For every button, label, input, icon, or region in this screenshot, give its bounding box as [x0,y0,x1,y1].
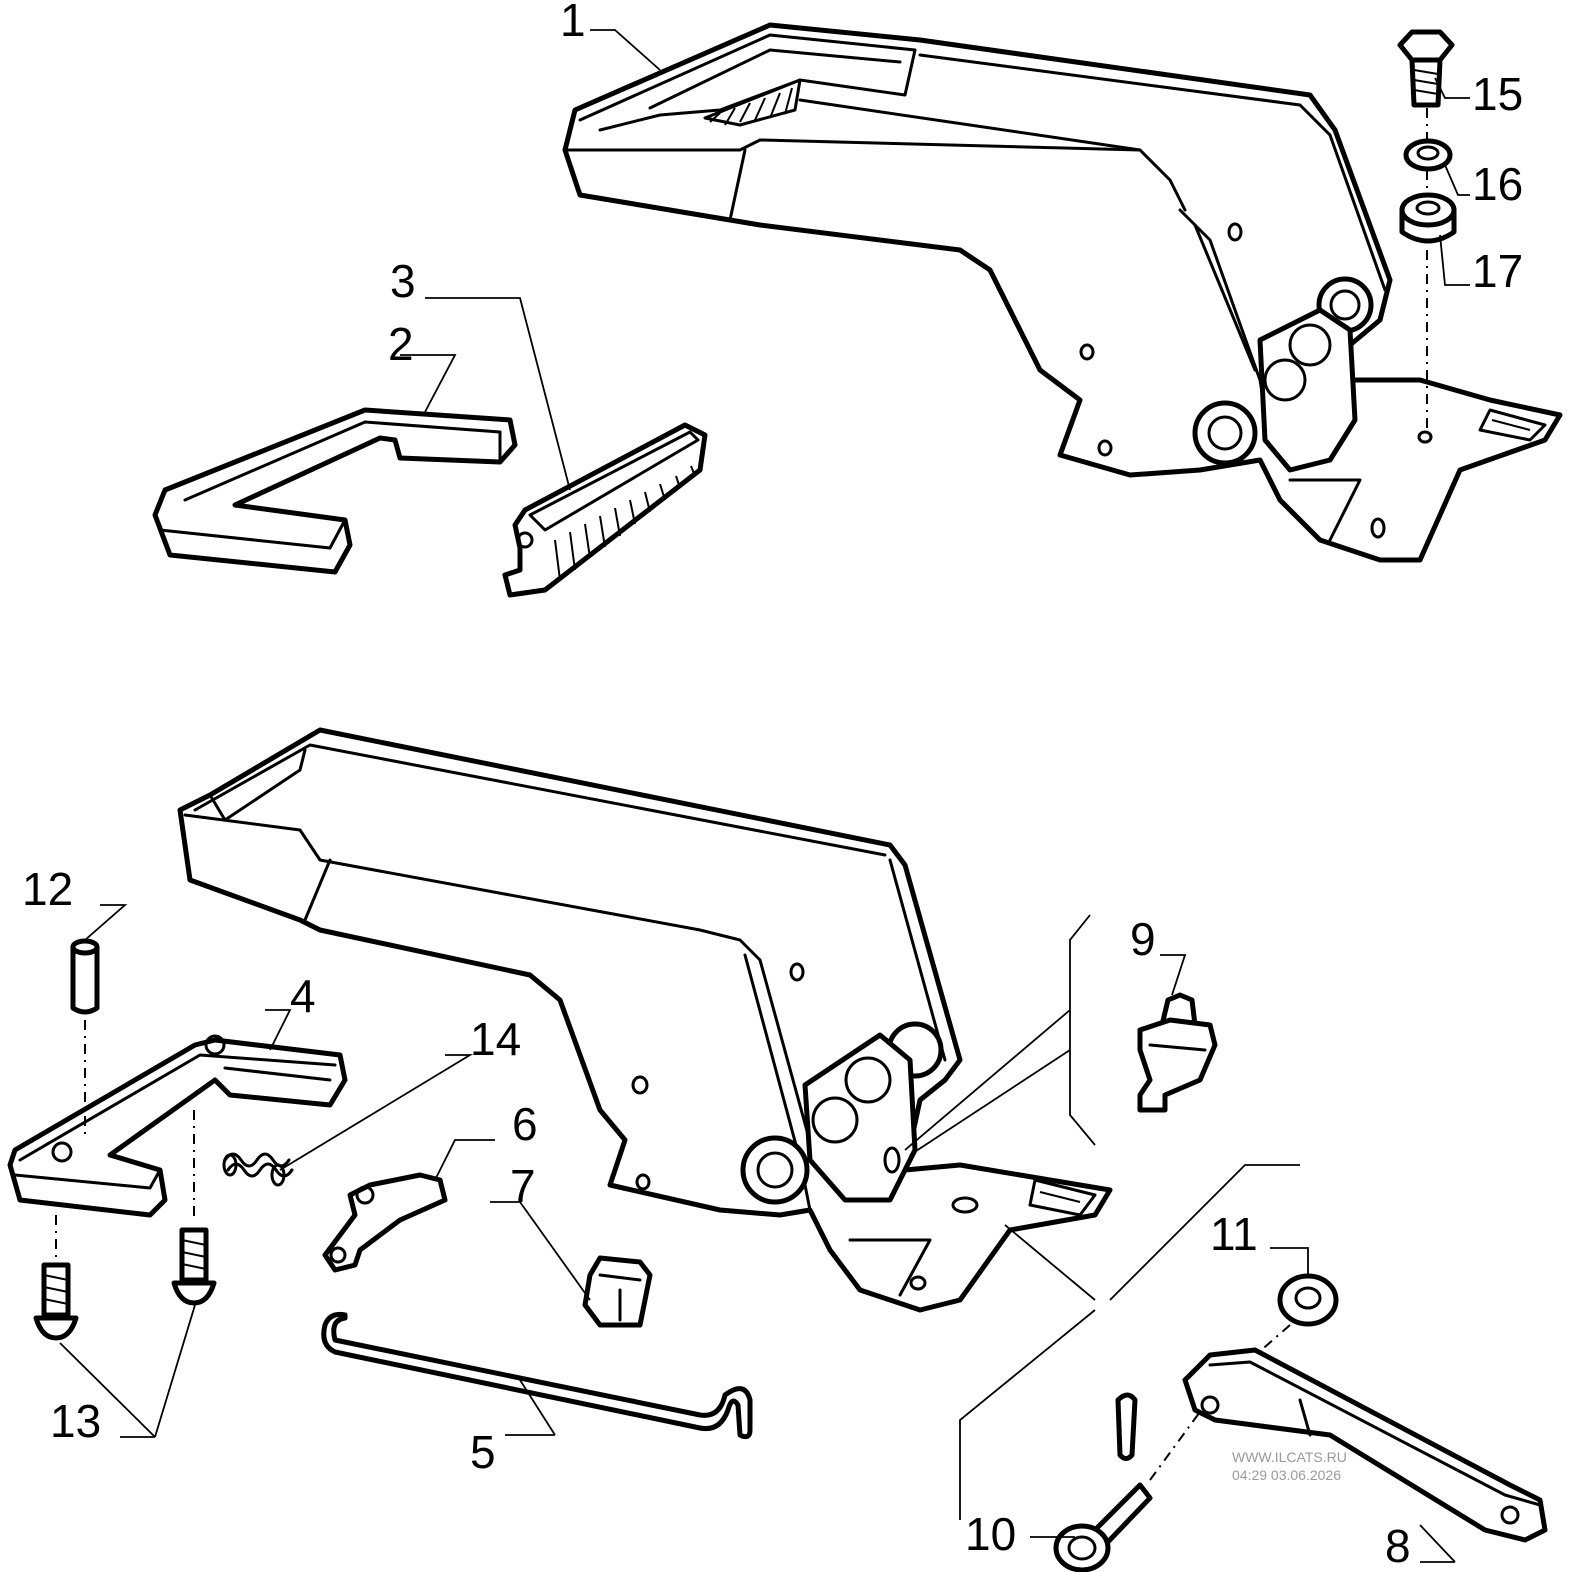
spring-14 [222,1152,294,1187]
callout-17: 17 [1472,245,1523,297]
callout-16: 16 [1472,158,1523,210]
callout-13: 13 [50,1395,101,1447]
leader-switch-b [909,1049,1071,1156]
watermark-site: WWW.ILCATS.RU [1232,1449,1347,1465]
callout-5: 5 [470,1426,496,1478]
cam-lever-6 [322,1172,448,1273]
clevis-pin-10 [1053,1392,1153,1572]
grip-cover-lower [7,1034,348,1218]
handbrake-lever-assembly-upper [562,22,1563,563]
callout-7: 7 [510,1160,536,1212]
bracket-line-10 [959,1309,1096,1520]
callout-2: 2 [388,318,414,370]
bush-17 [1399,192,1457,244]
grommet-11 [1277,1273,1339,1327]
screw-13b [171,1227,217,1306]
bracket-line-9 [1069,914,1096,1146]
callout-3: 3 [390,255,416,307]
washer-16 [1403,138,1453,172]
callout-15: 15 [1472,68,1523,120]
bolt-15 [1397,29,1455,108]
callout-6: 6 [512,1098,538,1150]
callout-14: 14 [470,1013,521,1065]
callout-12: 12 [22,863,73,915]
screw-13a [33,1262,79,1341]
watermark-timestamp: 04:29 03.06.2026 [1232,1467,1341,1483]
callout-11: 11 [1210,1208,1258,1260]
callout-10: 10 [965,1508,1016,1560]
leader-bracket-c [1004,1224,1096,1301]
ribbed-grip [502,422,708,598]
switch-9 [1137,992,1218,1113]
link-arm-8 [1182,1347,1548,1543]
rod-5 [321,1312,753,1440]
leader-switch-a [904,1009,1071,1151]
callout-8: 8 [1385,1520,1411,1572]
clip-7 [582,1255,653,1328]
callout-4: 4 [290,970,316,1022]
callout-1: 1 [560,0,586,46]
handbrake-lever-assembly-lower [177,727,1113,1313]
grip-cover-u [152,407,518,575]
pin-12 [70,938,100,1015]
callout-9: 9 [1130,913,1156,965]
bracket-line-11 [1109,1164,1300,1301]
